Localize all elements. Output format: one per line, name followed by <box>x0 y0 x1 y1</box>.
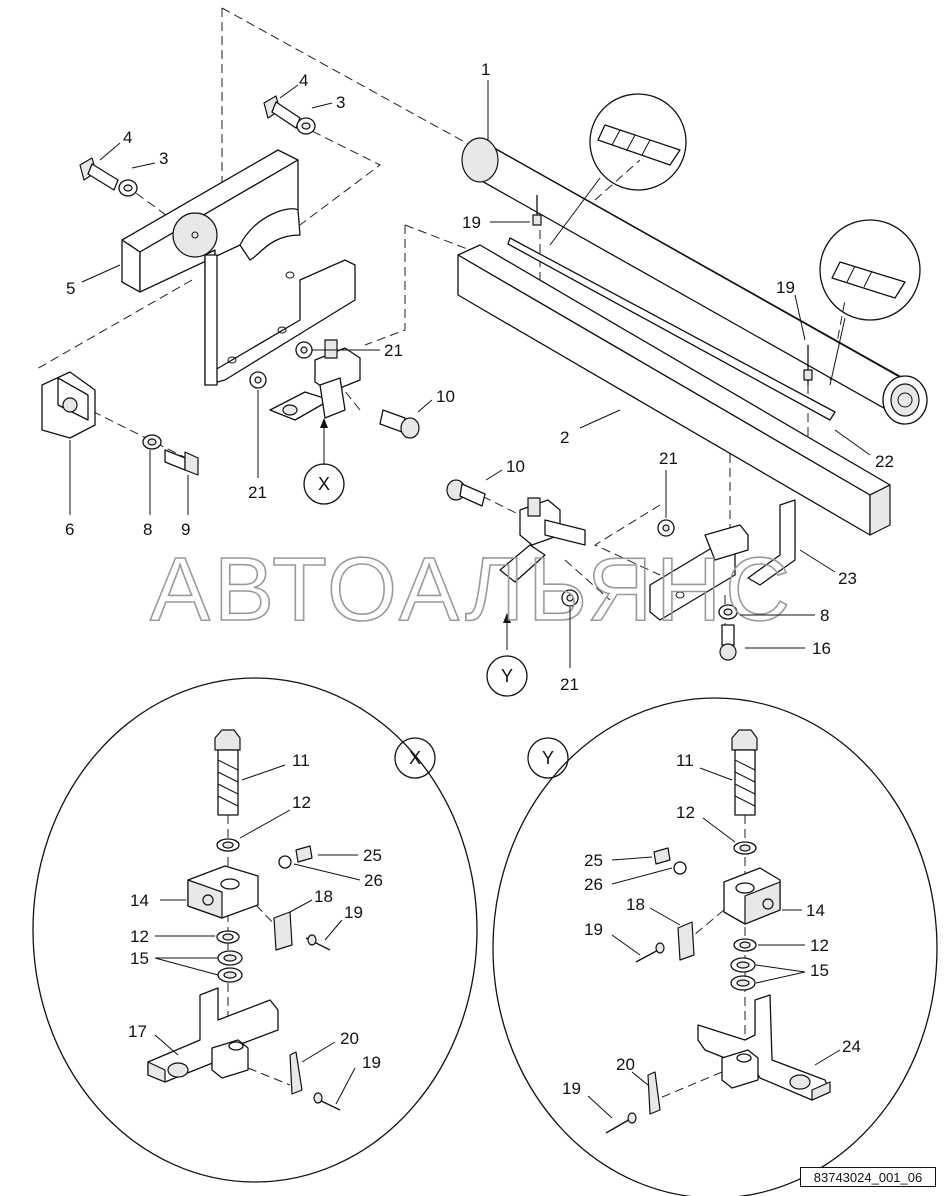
detail-y-callout-12-bottom: 12 <box>810 936 829 955</box>
arrow-to-x <box>320 418 328 465</box>
detail-x: X <box>32 677 478 1183</box>
callout-4-left: 4 <box>123 128 132 147</box>
detail-y-callout-20: 20 <box>616 1055 635 1074</box>
callout-21-b: 21 <box>248 483 267 502</box>
bracket-plate-part-5 <box>121 149 301 293</box>
callout-19-left: 19 <box>462 213 481 232</box>
bolt-part-9 <box>164 449 199 476</box>
detail-x-callout-19-bottom: 19 <box>362 1053 381 1072</box>
drawing-id-label: 83743024_001_06 <box>800 1167 936 1187</box>
washer-part-21-c <box>657 519 675 537</box>
detail-y-bubble-label: Y <box>542 748 554 768</box>
washer-part-3-top-right <box>296 117 316 135</box>
washer-part-21-d <box>561 589 579 607</box>
detail-x-callout-17: 17 <box>128 1022 147 1041</box>
bubble-y-main: Y <box>486 655 528 697</box>
callout-6: 6 <box>65 520 74 539</box>
callout-21-c: 21 <box>659 449 678 468</box>
beam-part-2 <box>457 244 891 536</box>
detail-x-callout-18: 18 <box>314 887 333 906</box>
callout-8-right: 8 <box>820 606 829 625</box>
watermark-text: АВТОАЛЬЯНС <box>150 540 794 640</box>
washer-part-21-b <box>249 371 267 389</box>
arrow-to-y <box>503 613 511 650</box>
callout-19-right: 19 <box>776 278 795 297</box>
subassembly-y-small <box>499 497 586 583</box>
callout-22: 22 <box>875 452 894 471</box>
detail-x-callout-11: 11 <box>292 751 310 770</box>
detail-y-callout-15: 15 <box>810 961 829 980</box>
detail-y-callout-12-top: 12 <box>676 803 695 822</box>
callout-5: 5 <box>66 279 75 298</box>
washer-part-3-top-left <box>118 179 138 197</box>
detail-y-callout-24: 24 <box>842 1037 861 1056</box>
bolt-part-4-top-left <box>79 157 119 191</box>
callout-10-left: 10 <box>436 387 455 406</box>
detail-x-callout-12-bottom: 12 <box>130 927 149 946</box>
callout-21-d: 21 <box>560 675 579 694</box>
subassembly-x-small <box>269 339 361 421</box>
strip-part-22 <box>507 237 836 421</box>
callout-8-left: 8 <box>143 520 152 539</box>
detail-y-callout-25: 25 <box>584 851 603 870</box>
bolt-part-10-right <box>446 479 486 507</box>
bolt-part-4-top-right <box>263 95 301 129</box>
detail-x-callout-14: 14 <box>130 891 149 910</box>
bolt-part-16 <box>719 624 737 661</box>
callout-23: 23 <box>838 569 857 588</box>
detail-y: Y <box>492 697 938 1196</box>
detail-y-callout-11: 11 <box>676 751 694 770</box>
detail-y-callout-19-bottom: 19 <box>562 1079 581 1098</box>
callout-21-a: 21 <box>384 341 403 360</box>
bubble-y-main-label: Y <box>501 666 513 686</box>
vertical-bracket <box>204 249 356 386</box>
callout-2: 2 <box>560 428 569 447</box>
washer-part-8-right <box>718 604 738 620</box>
bolt-part-10-left <box>379 409 420 439</box>
washer-part-21-a <box>295 341 313 359</box>
tube-marking-magnifier-2 <box>819 219 921 386</box>
pin-part-19-top <box>532 195 813 385</box>
detail-x-callout-12-top: 12 <box>292 793 311 812</box>
detail-x-bubble-label: X <box>409 748 421 768</box>
detail-y-callout-18: 18 <box>626 895 645 914</box>
bubble-x-main-label: X <box>318 474 330 494</box>
detail-x-callout-20: 20 <box>340 1029 359 1048</box>
callout-3-left: 3 <box>159 149 168 168</box>
callout-16: 16 <box>812 639 831 658</box>
tube-marking-magnifier-1 <box>549 93 687 246</box>
detail-y-callout-14: 14 <box>806 901 825 920</box>
detail-y-callout-19-top: 19 <box>584 920 603 939</box>
callout-9: 9 <box>181 520 190 539</box>
main-callouts: 1 2 3 3 4 4 5 6 8 8 9 10 10 16 19 19 21 <box>65 60 894 694</box>
plate-part-6 <box>41 371 96 439</box>
detail-x-callout-26: 26 <box>364 871 383 890</box>
callout-3-right: 3 <box>336 93 345 112</box>
callout-1: 1 <box>481 60 490 79</box>
detail-x-callout-19-top: 19 <box>344 903 363 922</box>
washer-part-8-left <box>142 434 162 450</box>
bracket-part-23 <box>649 499 796 621</box>
callout-10-right: 10 <box>506 457 525 476</box>
callout-4-right: 4 <box>299 71 308 90</box>
detail-x-callout-25: 25 <box>363 846 382 865</box>
bubble-x-main: X <box>303 463 345 505</box>
detail-y-callout-26: 26 <box>584 875 603 894</box>
detail-x-callout-15: 15 <box>130 949 149 968</box>
roller-tube-part-1 <box>461 137 928 425</box>
